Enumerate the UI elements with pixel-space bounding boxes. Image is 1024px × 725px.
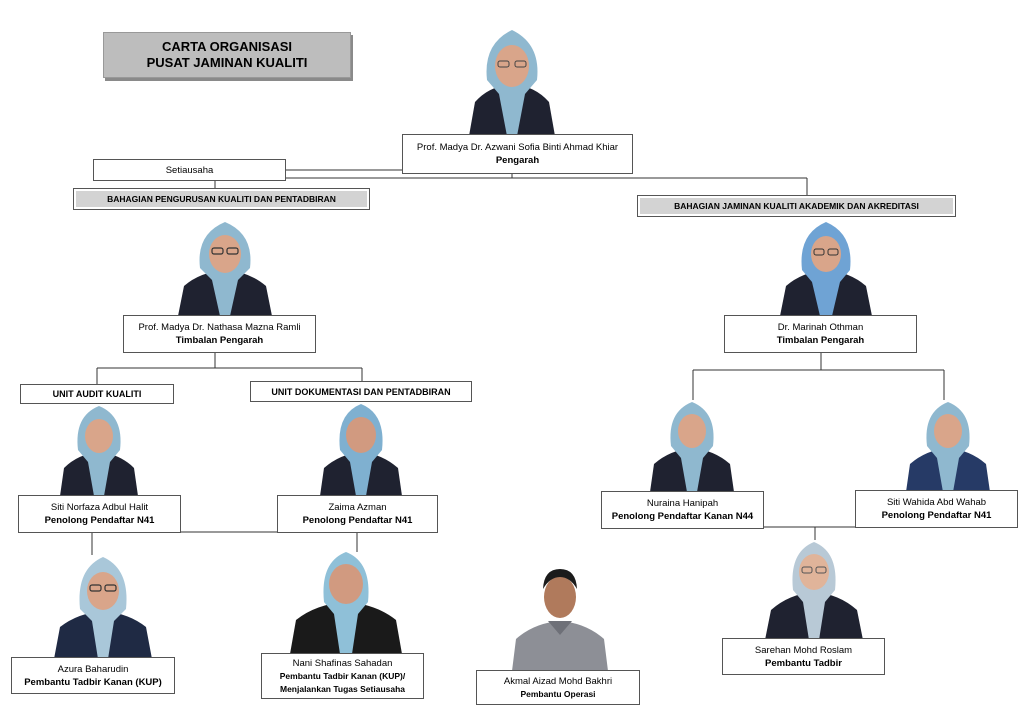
secretary-label: Setiausaha: [165, 164, 214, 176]
deputy-right-box: Dr. Marinah Othman Timbalan Pengarah: [724, 315, 917, 353]
sarehan-photo: [765, 542, 863, 640]
title-line-1: CARTA ORGANISASI: [162, 39, 292, 54]
deputy-right-photo: [780, 222, 872, 316]
zaima-photo: [320, 404, 402, 496]
nani-role-1: Pembantu Tadbir Kanan (KUP)/: [279, 670, 406, 681]
division-right-header: BAHAGIAN JAMINAN KUALITI AKADEMIK DAN AK…: [637, 195, 956, 217]
norfaza-photo: [60, 406, 138, 496]
wahida-box: Siti Wahida Abd Wahab Penolong Pendaftar…: [855, 490, 1018, 528]
akmal-box: Akmal Aizad Mohd Bakhri Pembantu Operasi: [476, 670, 640, 705]
unit-docs-box: UNIT DOKUMENTASI DAN PENTADBIRAN: [250, 381, 472, 402]
title-line-2: PUSAT JAMINAN KUALITI: [146, 55, 308, 70]
nani-photo: [290, 552, 402, 654]
zaima-box: Zaima Azman Penolong Pendaftar N41: [277, 495, 438, 533]
azura-photo: [54, 557, 152, 659]
wahida-photo: [906, 402, 990, 492]
azura-name: Azura Baharudin: [57, 663, 129, 675]
chart-title: CARTA ORGANISASI PUSAT JAMINAN KUALITI: [103, 32, 351, 78]
wahida-role: Penolong Pendaftar N41: [881, 510, 992, 521]
unit-audit-box: UNIT AUDIT KUALITI: [20, 384, 174, 404]
division-left-label: BAHAGIAN PENGURUSAN KUALITI DAN PENTADBI…: [76, 191, 367, 207]
deputy-left-box: Prof. Madya Dr. Nathasa Mazna Ramli Timb…: [123, 315, 316, 353]
director-role: Pengarah: [495, 155, 540, 166]
akmal-name: Akmal Aizad Mohd Bakhri: [503, 675, 613, 687]
zaima-role: Penolong Pendaftar N41: [302, 515, 413, 526]
nani-name: Nani Shafinas Sahadan: [292, 657, 393, 669]
nani-role-2: Menjalankan Tugas Setiausaha: [279, 683, 406, 694]
nuraina-box: Nuraina Hanipah Penolong Pendaftar Kanan…: [601, 491, 764, 529]
sarehan-role: Pembantu Tadbir: [765, 657, 842, 669]
akmal-photo: [512, 569, 608, 671]
deputy-left-name: Prof. Madya Dr. Nathasa Mazna Ramli: [138, 322, 301, 333]
secretary-box: Setiausaha: [93, 159, 286, 181]
nuraina-role: Penolong Pendaftar Kanan N44: [611, 511, 754, 522]
nani-box: Nani Shafinas Sahadan Pembantu Tadbir Ka…: [261, 653, 424, 699]
norfaza-box: Siti Norfaza Adbul Halit Penolong Pendaf…: [18, 495, 181, 533]
sarehan-box: Sarehan Mohd Roslam Pembantu Tadbir: [722, 638, 885, 675]
norfaza-name: Siti Norfaza Adbul Halit: [50, 502, 149, 513]
director-box: Prof. Madya Dr. Azwani Sofia Binti Ahmad…: [402, 134, 633, 174]
division-right-label: BAHAGIAN JAMINAN KUALITI AKADEMIK DAN AK…: [640, 198, 953, 214]
zaima-name: Zaima Azman: [328, 502, 387, 513]
deputy-left-role: Timbalan Pengarah: [175, 335, 264, 346]
director-photo: [469, 30, 555, 136]
nuraina-name: Nuraina Hanipah: [646, 498, 719, 509]
deputy-left-photo: [178, 222, 272, 316]
nuraina-photo: [650, 402, 734, 492]
unit-audit-label: UNIT AUDIT KUALITI: [52, 389, 142, 399]
akmal-role: Pembantu Operasi: [520, 688, 596, 699]
deputy-right-role: Timbalan Pengarah: [776, 335, 865, 346]
division-left-header: BAHAGIAN PENGURUSAN KUALITI DAN PENTADBI…: [73, 188, 370, 210]
unit-docs-label: UNIT DOKUMENTASI DAN PENTADBIRAN: [271, 386, 451, 397]
azura-box: Azura Baharudin Pembantu Tadbir Kanan (K…: [11, 657, 175, 694]
director-name: Prof. Madya Dr. Azwani Sofia Binti Ahmad…: [416, 142, 619, 153]
norfaza-role: Penolong Pendaftar N41: [44, 515, 155, 526]
azura-role: Pembantu Tadbir Kanan (KUP): [24, 676, 162, 688]
wahida-name: Siti Wahida Abd Wahab: [886, 497, 987, 508]
deputy-right-name: Dr. Marinah Othman: [777, 322, 864, 333]
sarehan-name: Sarehan Mohd Roslam: [754, 644, 853, 656]
